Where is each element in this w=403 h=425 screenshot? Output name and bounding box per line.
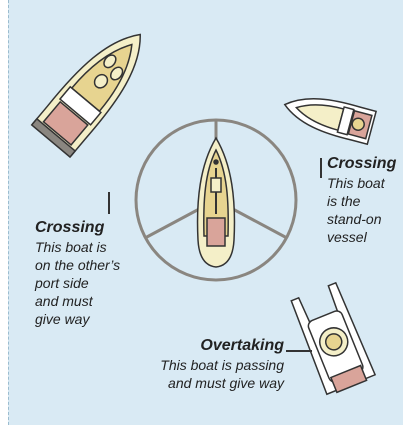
motorboat-give-way — [32, 18, 160, 157]
label-line: This boat — [327, 174, 396, 192]
label-title: Overtaking — [142, 336, 284, 356]
label-line: is the — [327, 192, 396, 210]
center-sailboat — [198, 138, 235, 267]
label-title: Crossing — [35, 218, 120, 238]
leader-line-right — [320, 158, 322, 178]
label-line: give way — [35, 310, 120, 328]
label-line: vessel — [327, 228, 396, 246]
leader-line-bottom — [286, 350, 312, 352]
label-line: port side — [35, 274, 120, 292]
motorboat-stand-on — [280, 88, 376, 144]
label-line: and must — [35, 292, 120, 310]
label-line: This boat is — [35, 238, 120, 256]
label-line: stand-on — [327, 210, 396, 228]
label-crossing-give-way: Crossing This boat is on the other’s por… — [35, 218, 120, 328]
label-overtaking: Overtaking This boat is passing and must… — [142, 336, 284, 392]
label-line: on the other’s — [35, 256, 120, 274]
label-line: This boat is passing — [142, 356, 284, 374]
label-crossing-stand-on: Crossing This boat is the stand-on vesse… — [327, 154, 396, 246]
catamaran-overtaking — [289, 282, 375, 396]
leader-line-left — [108, 192, 110, 214]
label-title: Crossing — [327, 154, 396, 174]
label-line: and must give way — [142, 374, 284, 392]
